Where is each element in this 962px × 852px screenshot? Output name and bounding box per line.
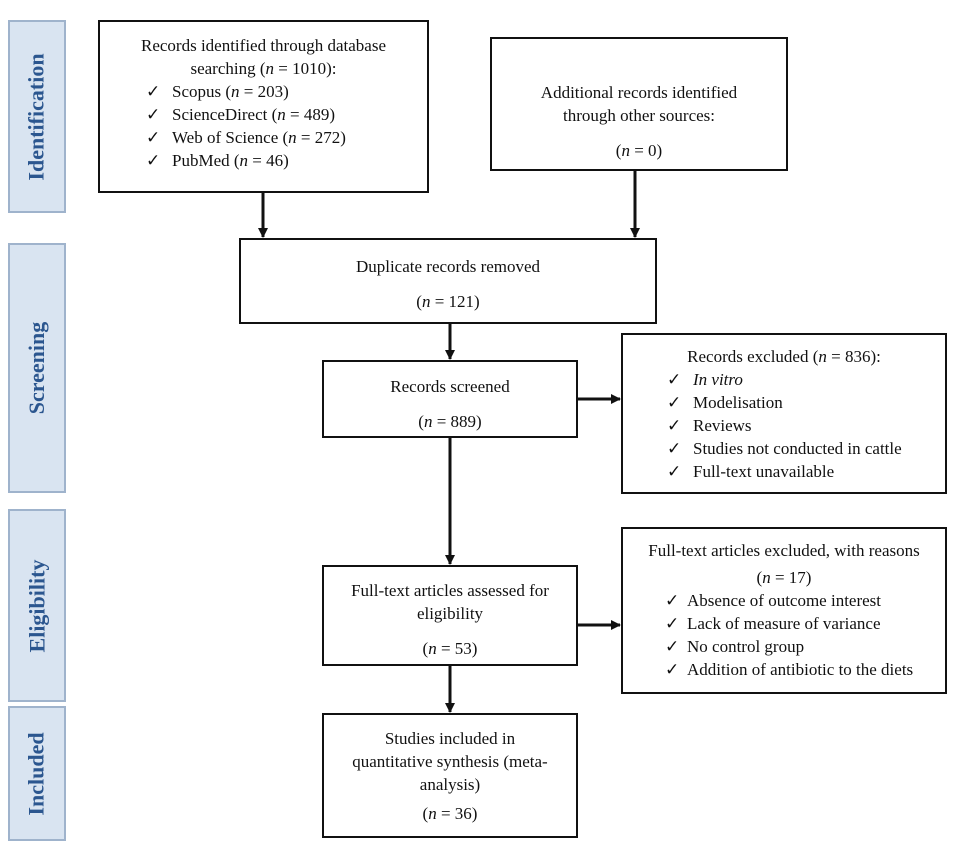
records-excluded-list: ✓In vitro ✓Modelisation ✓Reviews ✓Studie… <box>623 368 945 483</box>
fulltext-excluded-box: Full-text articles excluded, with reason… <box>621 527 947 694</box>
other-sources-line1: Additional records identified <box>540 83 738 102</box>
records-screened-count: (n = 889) <box>418 412 482 431</box>
check-icon: ✓ <box>667 462 682 481</box>
check-icon: ✓ <box>667 370 682 389</box>
database-source-list: ✓Scopus (n = 203) ✓ScienceDirect (n = 48… <box>100 80 427 172</box>
list-item: ✓PubMed (n = 46) <box>146 151 289 170</box>
list-item: ✓Absence of outcome interest <box>665 591 882 610</box>
studies-included-box: Studies included in quantitative synthes… <box>322 713 578 838</box>
check-icon: ✓ <box>146 105 161 124</box>
studies-included-line3: analysis) <box>419 775 481 794</box>
list-item: ✓Addition of antibiotic to the diets <box>665 660 914 679</box>
check-icon: ✓ <box>667 393 682 412</box>
check-icon: ✓ <box>665 637 680 656</box>
list-item: ✓In vitro <box>667 370 743 389</box>
duplicates-count: (n = 121) <box>416 292 480 311</box>
fulltext-assessed-box: Full-text articles assessed for eligibil… <box>322 565 578 666</box>
database-search-title-line1: Records identified through database <box>140 36 386 55</box>
phase-eligibility: Eligibility <box>8 509 66 702</box>
fulltext-excluded-list: ✓Absence of outcome interest ✓Lack of me… <box>623 589 945 681</box>
other-sources-count: (n = 0) <box>615 141 663 160</box>
list-item: ✓Full-text unavailable <box>667 462 835 481</box>
records-excluded-title: Records excluded (n = 836): <box>687 347 881 366</box>
duplicates-box: Duplicate records removed (n = 121) <box>239 238 657 324</box>
list-item: ✓Modelisation <box>667 393 783 412</box>
duplicates-title: Duplicate records removed <box>355 257 541 276</box>
check-icon: ✓ <box>665 660 680 679</box>
fulltext-assessed-line2: eligibility <box>416 604 484 623</box>
check-icon: ✓ <box>146 128 161 147</box>
list-item: ✓Reviews <box>667 416 752 435</box>
phase-included: Included <box>8 706 66 841</box>
records-excluded-box: Records excluded (n = 836): ✓In vitro ✓M… <box>621 333 947 494</box>
other-sources-line2: through other sources: <box>562 106 716 125</box>
studies-included-line2: quantitative synthesis (meta- <box>352 752 548 771</box>
list-item: ✓Lack of measure of variance <box>665 614 881 633</box>
database-search-title-line2: searching (n = 1010): <box>190 59 337 78</box>
list-item: ✓Web of Science (n = 272) <box>146 128 346 147</box>
fulltext-assessed-line1: Full-text articles assessed for <box>351 581 549 600</box>
check-icon: ✓ <box>665 614 680 633</box>
list-item: ✓Scopus (n = 203) <box>146 82 289 101</box>
list-item: ✓Studies not conducted in cattle <box>667 439 902 458</box>
check-icon: ✓ <box>667 439 682 458</box>
fulltext-assessed-count: (n = 53) <box>422 639 478 658</box>
database-search-title: Records identified through database sear… <box>100 34 427 80</box>
records-screened-box: Records screened (n = 889) <box>322 360 578 438</box>
fulltext-excluded-title: Full-text articles excluded, with reason… <box>648 541 920 560</box>
check-icon: ✓ <box>146 82 161 101</box>
studies-included-line1: Studies included in <box>384 729 516 748</box>
list-item: ✓ScienceDirect (n = 489) <box>146 105 335 124</box>
records-screened-title: Records screened <box>390 377 510 396</box>
other-sources-box: Additional records identified through ot… <box>490 37 788 171</box>
studies-included-count: (n = 36) <box>422 804 478 823</box>
phase-screening: Screening <box>8 243 66 493</box>
list-item: ✓No control group <box>665 637 805 656</box>
phase-identification: Identification <box>8 20 66 213</box>
check-icon: ✓ <box>146 151 161 170</box>
check-icon: ✓ <box>665 591 680 610</box>
fulltext-excluded-count: (n = 17) <box>756 568 812 587</box>
check-icon: ✓ <box>667 416 682 435</box>
database-search-box: Records identified through database sear… <box>98 20 429 193</box>
